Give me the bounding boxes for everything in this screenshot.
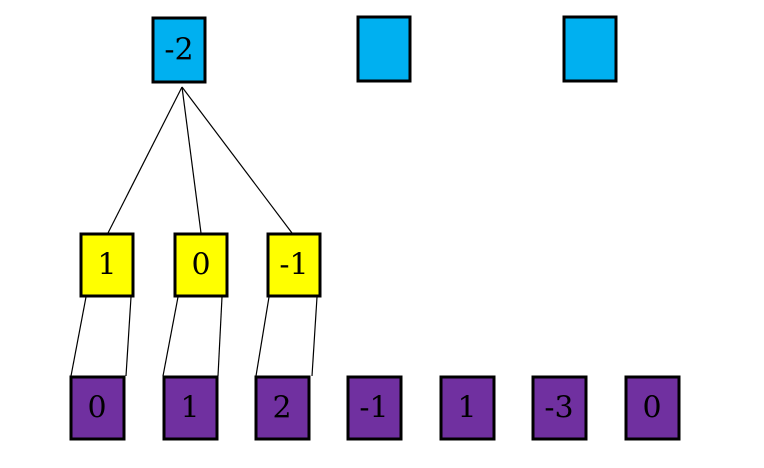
top-node-1-box <box>356 15 412 83</box>
bottom-node-6-label: 0 <box>642 391 661 426</box>
edges <box>70 86 318 377</box>
bottom-node-3-label: -1 <box>359 391 388 426</box>
middle-node-2-label: -1 <box>279 248 308 283</box>
bottom-node-4-box <box>439 375 496 441</box>
edge-mid0-bot0-left <box>70 296 87 377</box>
edge-top0-mid0 <box>107 86 183 234</box>
bottom-node-4-label: 1 <box>457 391 476 426</box>
top-node-2 <box>562 15 618 83</box>
edge-top0-mid1 <box>181 86 202 234</box>
bottom-node-1-box <box>162 375 219 441</box>
edge-mid2-bot2-left <box>255 296 270 377</box>
edge-top0-mid2 <box>181 86 293 234</box>
top-node-0-label: -2 <box>164 33 193 68</box>
middle-node-0-label: 1 <box>97 248 116 283</box>
edge-mid0-bot0-right <box>125 296 132 377</box>
bottom-node-5-box <box>531 375 588 441</box>
bottom-node-5-label: -3 <box>544 391 573 426</box>
bottom-node-4: 1 <box>439 375 496 441</box>
bottom-node-2-label: 2 <box>272 391 291 426</box>
bottom-node-5: -3 <box>531 375 588 441</box>
bottom-node-2-box <box>254 375 311 441</box>
middle-node-0-box <box>79 232 135 298</box>
top-node-2-box <box>562 15 618 83</box>
top-node-0-box <box>151 16 207 84</box>
middle-node-2-box <box>266 232 322 298</box>
top-node-0: -2 <box>151 16 207 84</box>
bottom-node-6-box <box>624 375 681 441</box>
bottom-node-6: 0 <box>624 375 681 441</box>
bottom-node-0: 0 <box>69 375 126 441</box>
bottom-node-2: 2 <box>254 375 311 441</box>
middle-node-1: 0 <box>173 232 229 298</box>
bottom-node-1: 1 <box>162 375 219 441</box>
middle-node-1-label: 0 <box>191 248 210 283</box>
bottom-node-1-label: 1 <box>180 391 199 426</box>
edge-mid1-bot1-right <box>217 296 223 377</box>
middle-node-2: -1 <box>266 232 322 298</box>
bottom-node-0-box <box>69 375 126 441</box>
bottom-node-3-box <box>346 375 403 441</box>
middle-node-1-box <box>173 232 229 298</box>
edge-mid2-bot2-right <box>311 296 318 377</box>
bottom-node-3: -1 <box>346 375 403 441</box>
bottom-node-0-label: 0 <box>87 391 106 426</box>
top-node-1 <box>356 15 412 83</box>
middle-node-0: 1 <box>79 232 135 298</box>
edge-mid1-bot1-left <box>162 296 179 377</box>
